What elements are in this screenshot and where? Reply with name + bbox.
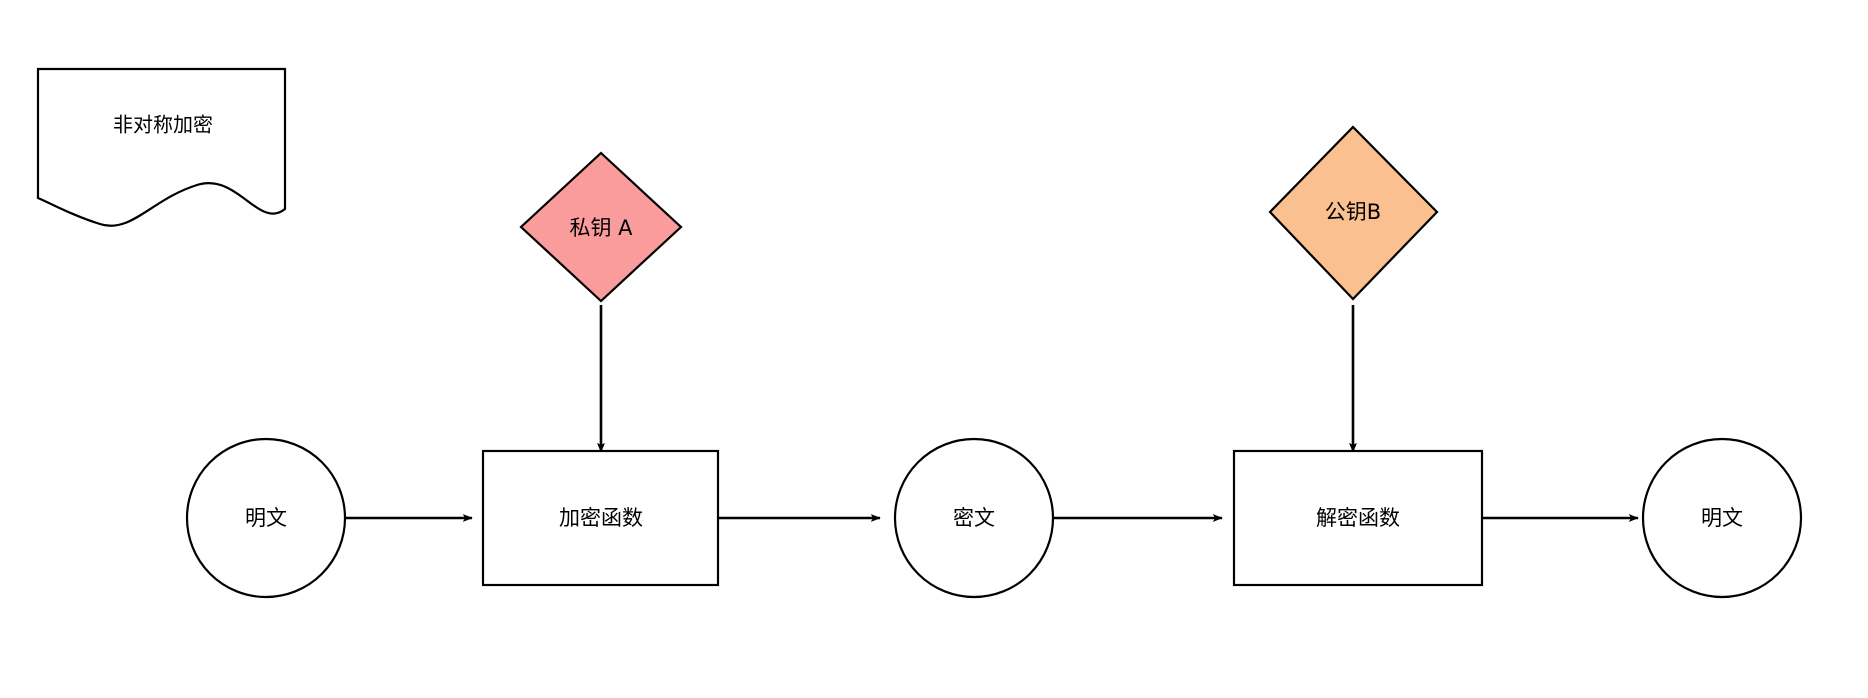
edge-layer (346, 305, 1639, 522)
node-plaintext-in[interactable]: 明文 (185, 437, 347, 599)
plaintext-in-shape (185, 437, 347, 599)
decrypt-function-label: 解密函数 (1316, 506, 1400, 530)
encrypt-function-shape (481, 449, 720, 587)
plaintext-in-label: 明文 (245, 506, 287, 530)
plaintext-out-label: 明文 (1701, 506, 1743, 530)
private-key-a-label: 私钥 A (569, 216, 633, 240)
private-key-a-shape (519, 151, 683, 303)
public-key-b-shape (1268, 125, 1439, 301)
note-label: 非对称加密 (113, 113, 213, 137)
plaintext-out-shape (1641, 437, 1803, 599)
node-ciphertext[interactable]: 密文 (893, 437, 1055, 599)
note-asymmetric-encryption[interactable]: 非对称加密 (36, 67, 287, 227)
ciphertext-label: 密文 (953, 506, 995, 530)
node-decrypt-function[interactable]: 解密函数 (1232, 449, 1484, 587)
node-encrypt-function[interactable]: 加密函数 (481, 449, 720, 587)
node-public-key-b[interactable]: 公钥B (1268, 125, 1439, 301)
decrypt-function-shape (1232, 449, 1484, 587)
node-private-key-a[interactable]: 私钥 A (519, 151, 683, 303)
encrypt-function-label: 加密函数 (559, 506, 643, 530)
note-shape (36, 67, 287, 227)
public-key-b-label: 公钥B (1325, 200, 1381, 224)
node-plaintext-out[interactable]: 明文 (1641, 437, 1803, 599)
ciphertext-shape (893, 437, 1055, 599)
